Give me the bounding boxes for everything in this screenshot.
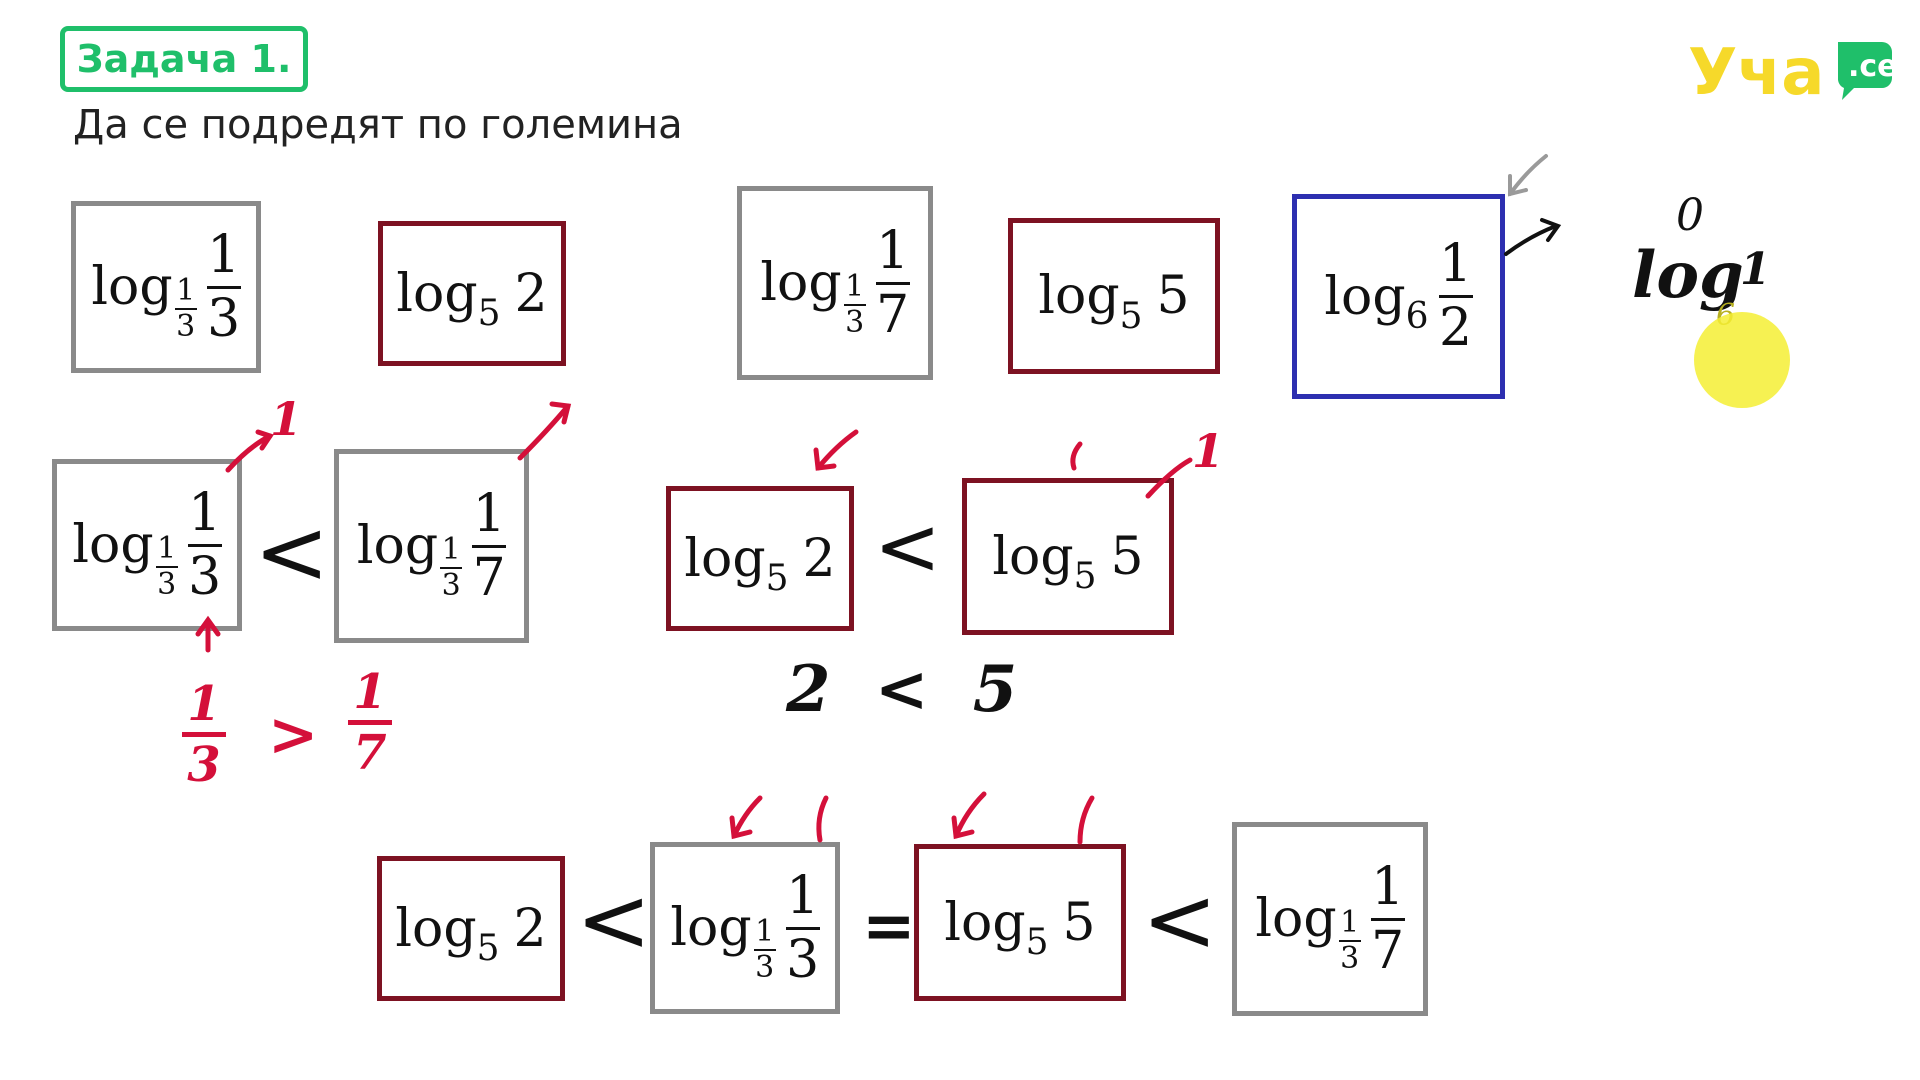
hw-two-less-five: 2 < 5 xyxy=(786,652,1018,727)
hw-one-a: 1 xyxy=(270,392,303,446)
less-sign-c: < xyxy=(576,868,652,973)
task-label: Задача 1. xyxy=(60,26,308,92)
less-sign-b: < xyxy=(874,500,942,593)
brand-logo: Уча .се xyxy=(1688,28,1898,110)
svg-text:.се: .се xyxy=(1848,49,1898,84)
logo-text: Уча xyxy=(1688,36,1824,108)
logo-badge-icon: .се xyxy=(1837,42,1898,100)
hw-one-b: 1 xyxy=(1192,424,1225,478)
less-sign-a: < xyxy=(254,500,330,605)
instruction-text: Да се подредят по големина xyxy=(73,102,683,148)
less-sign-d: < xyxy=(1142,868,1218,973)
equal-sign: = xyxy=(862,890,916,964)
cursor-highlight xyxy=(1694,312,1790,408)
